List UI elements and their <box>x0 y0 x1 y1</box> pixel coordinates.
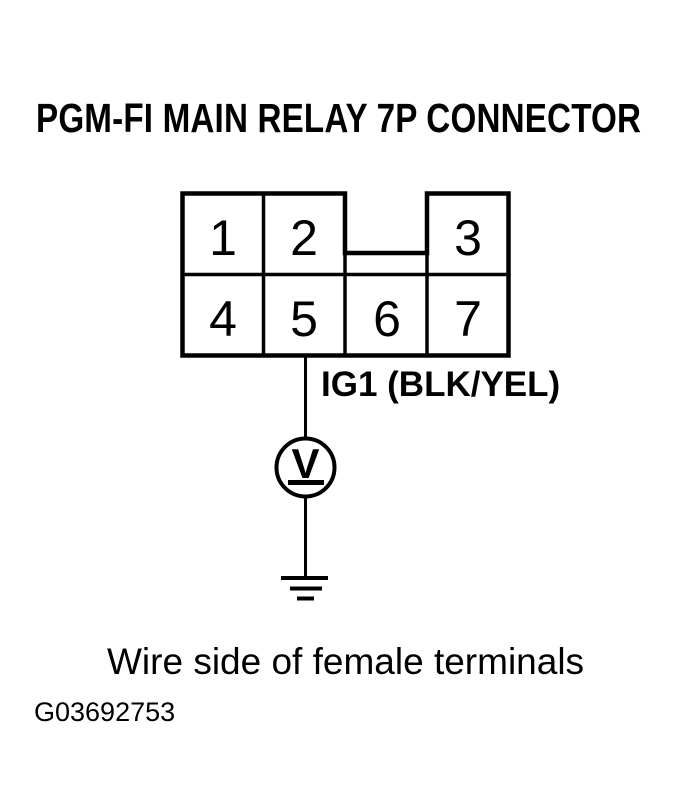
pin-3-label: 3 <box>454 210 482 266</box>
wire-label: IG1 (BLK/YEL) <box>321 365 561 404</box>
diagram-caption: Wire side of female terminals <box>107 641 585 682</box>
voltmeter-symbol: V <box>291 440 319 487</box>
pin-7-label: 7 <box>454 291 482 347</box>
page-title: PGM-FI MAIN RELAY 7P CONNECTOR <box>36 95 642 142</box>
pin-5-label: 5 <box>290 291 318 347</box>
connector-outline <box>180 191 511 358</box>
pin-1-label: 1 <box>209 210 237 266</box>
voltmeter-icon: V <box>274 436 337 499</box>
pin-6-label: 6 <box>373 291 401 347</box>
ground-icon <box>281 576 328 601</box>
pin-2-label: 2 <box>290 210 318 266</box>
pin-4-label: 4 <box>209 291 237 347</box>
figure-id: G03692753 <box>34 697 176 727</box>
